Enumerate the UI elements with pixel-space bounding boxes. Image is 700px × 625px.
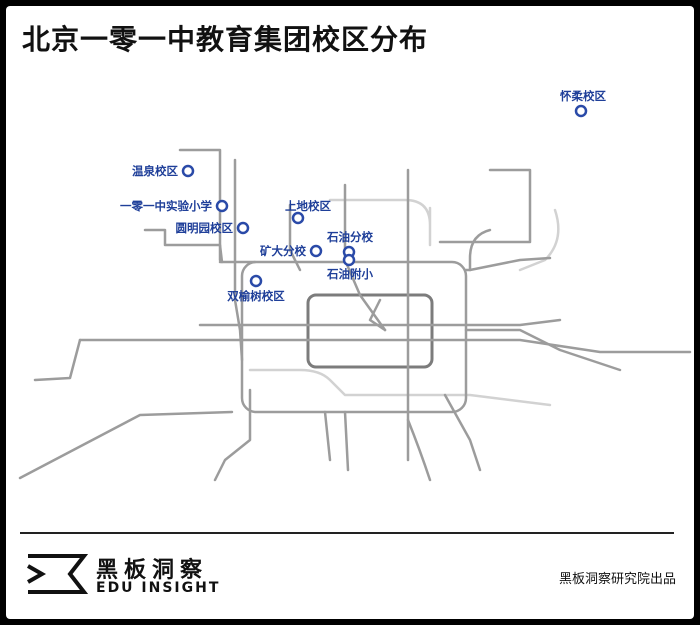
subway-line-airport-link [468, 228, 492, 272]
brand-name: 黑板洞察 [96, 558, 209, 583]
subway-line-light-south [248, 368, 552, 407]
campus-label: 矿大分校 [260, 244, 306, 258]
subway-line-4 [233, 158, 244, 362]
subway-line-changping [288, 203, 302, 272]
subway-line-13-light [328, 198, 432, 247]
campus-marker [574, 104, 588, 118]
subway-line-13 [143, 228, 224, 264]
campus-shuangyushu[interactable]: 双榆树校区 [226, 274, 285, 303]
subway-line-west-branch [33, 338, 82, 382]
subway-line-14-east [463, 256, 552, 272]
footer-divider [20, 532, 674, 534]
subway-line-2 [306, 293, 434, 369]
edu-insight-logo-icon [27, 554, 88, 594]
subway-line-south-b [343, 410, 350, 472]
campus-wenquan[interactable]: 温泉校区 [132, 164, 195, 178]
subway-light-lines [248, 198, 560, 407]
campus-label: 怀柔校区 [560, 89, 606, 103]
campus-marker [342, 253, 356, 267]
subway-line-bend [368, 298, 387, 332]
campus-marker [236, 221, 250, 235]
campus-label: 一零一中实验小学 [120, 199, 212, 213]
campus-label: 石油附小 [326, 267, 373, 281]
page-title: 北京一零一中教育集团校区分布 [22, 23, 429, 56]
subway-line-batong [464, 328, 622, 372]
campus-shiyou-branch[interactable]: 石油分校 [326, 230, 373, 259]
subway-line-15 [438, 168, 532, 244]
campus-kuangda[interactable]: 矿大分校 [260, 244, 323, 258]
campus-shiyou-primary[interactable]: 石油附小 [326, 253, 373, 281]
subway-line-southeast [443, 393, 482, 472]
campus-label: 上地校区 [285, 199, 331, 213]
campus-label: 温泉校区 [132, 164, 178, 178]
campus-marker [215, 199, 229, 213]
campus-shangdi[interactable]: 上地校区 [285, 199, 331, 225]
subway-line-16 [178, 148, 222, 262]
campus-markers: 怀柔校区 温泉校区 一零一中实验小学 圆明园校区 上地校区 矿大分校 石油分校 [120, 89, 606, 303]
subway-lines [18, 148, 692, 482]
campus-huairou[interactable]: 怀柔校区 [560, 89, 606, 118]
campus-marker [249, 274, 263, 288]
campus-label: 圆明园校区 [176, 221, 234, 235]
subway-line-9 [213, 388, 252, 482]
campus-marker [291, 211, 305, 225]
campus-marker [309, 244, 323, 258]
subway-line-fangshan [18, 410, 234, 480]
subway-line-1 [78, 338, 692, 354]
subway-line-6 [198, 318, 562, 327]
campus-label: 石油分校 [326, 230, 373, 244]
subway-line-yizhuang [406, 418, 432, 482]
campus-marker [181, 164, 195, 178]
campus-label: 双榆树校区 [226, 289, 285, 303]
subway-line-south-a [323, 410, 332, 462]
credit-text: 黑板洞察研究院出品 [558, 572, 676, 587]
brand-name-en: EDU INSIGHT [96, 580, 221, 596]
campus-yuanmingyuan[interactable]: 圆明园校区 [176, 221, 250, 235]
campus-101-experimental-primary[interactable]: 一零一中实验小学 [120, 199, 229, 213]
subway-line-light-east [518, 208, 560, 272]
